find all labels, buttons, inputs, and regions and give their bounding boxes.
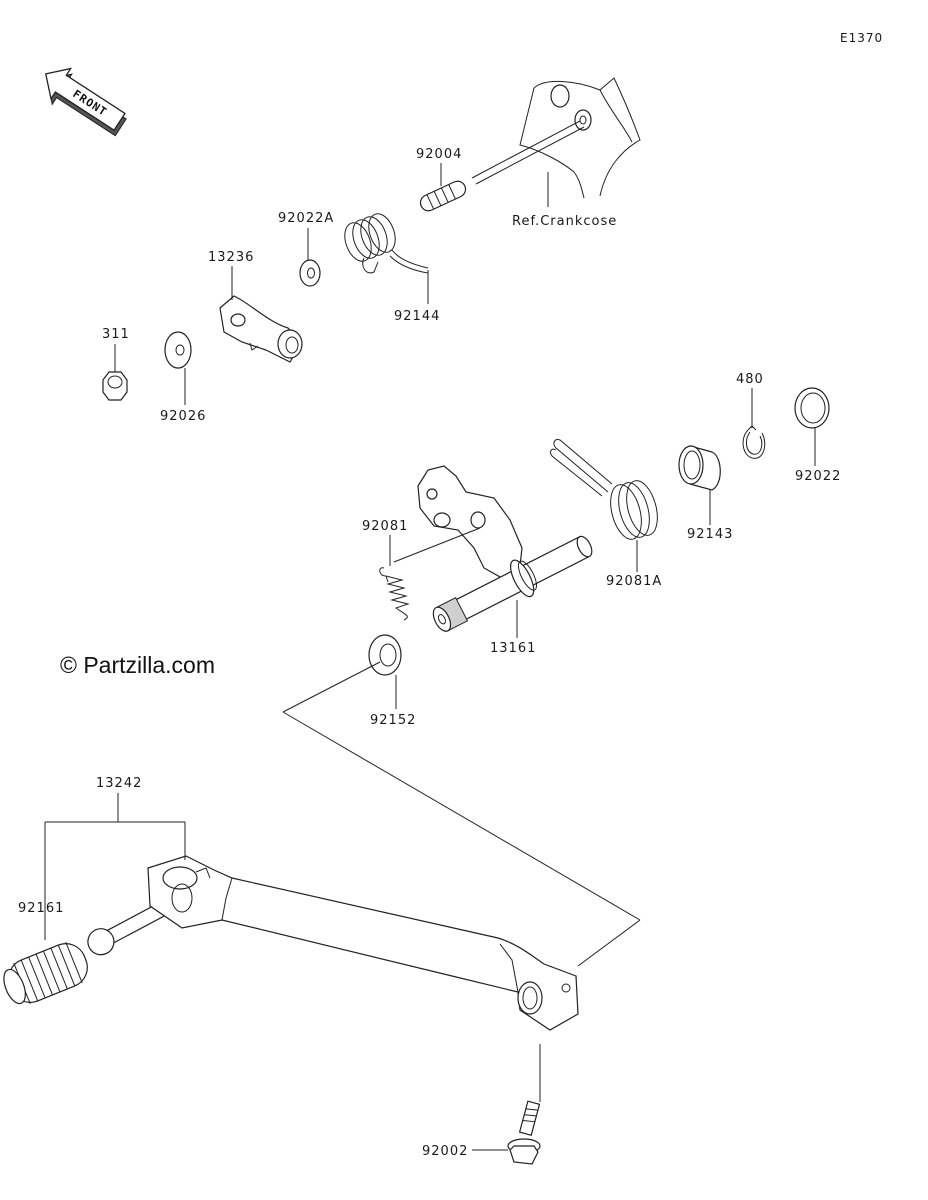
callout-13161: 13161 (490, 641, 536, 656)
diagram-code: E1370 (840, 31, 883, 45)
spring-92081 (379, 567, 410, 621)
collar-92143 (678, 445, 721, 491)
circlip-480 (742, 425, 766, 459)
callout-92026: 92026 (160, 409, 206, 424)
nut-311 (102, 371, 128, 401)
washer-92026 (164, 331, 192, 369)
shift-shaft-13161 (417, 465, 593, 632)
leader-lines (44, 163, 816, 1151)
washer-92022a (299, 259, 321, 287)
lever-13236 (219, 295, 303, 363)
spring-92081a (550, 439, 658, 540)
ref-crankcase-label: Ref.Crankcose (512, 214, 617, 229)
pin-92004 (419, 180, 467, 212)
callout-92081a: 92081A (606, 574, 662, 589)
callout-92004: 92004 (416, 147, 462, 162)
callout-92152: 92152 (370, 713, 416, 728)
washer-92152 (368, 634, 402, 676)
callout-92161: 92161 (18, 901, 64, 916)
washer-92022 (794, 387, 830, 429)
shift-lever-13242 (87, 855, 579, 1031)
callout-92002: 92002 (422, 1144, 468, 1159)
crankcase-hole (550, 84, 570, 108)
callout-92022a: 92022A (278, 211, 334, 226)
front-arrow-icon: FRONT (44, 67, 127, 137)
crankcase-reference (471, 77, 641, 199)
callout-13242: 13242 (96, 776, 142, 791)
callout-480: 480 (736, 372, 764, 387)
spring-92144 (344, 213, 429, 274)
callout-92144: 92144 (394, 309, 440, 324)
rubber-92161 (3, 941, 88, 1005)
bolt-92002 (507, 1100, 541, 1165)
callout-311: 311 (102, 327, 130, 342)
partzilla-watermark: © Partzilla.com (60, 652, 215, 678)
callout-92022: 92022 (795, 469, 841, 484)
callout-92081: 92081 (362, 519, 408, 534)
callout-13236: 13236 (208, 250, 254, 265)
callout-92143: 92143 (687, 527, 733, 542)
